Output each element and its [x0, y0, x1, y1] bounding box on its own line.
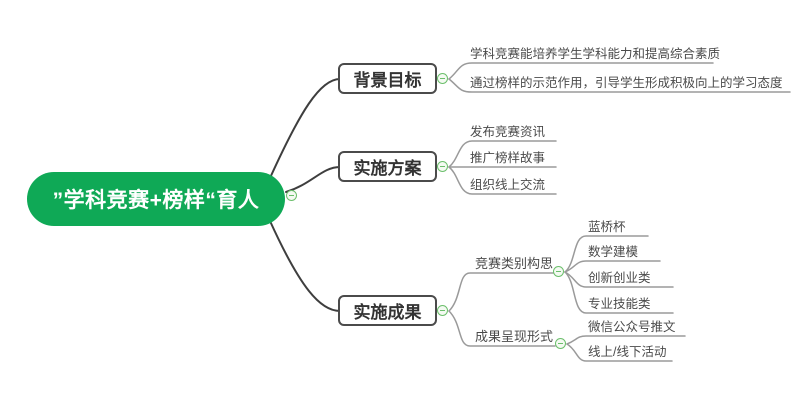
topic-result-presentation[interactable]: 成果呈现形式: [475, 329, 554, 344]
collapse-minus-icon-result-presentation[interactable]: [555, 338, 566, 349]
topic-implementation-plan[interactable]: 实施方案: [338, 151, 437, 182]
leaf-topic[interactable]: 微信公众号推文: [588, 320, 676, 334]
collapse-minus-icon-background-goals[interactable]: [437, 73, 448, 84]
collapse-minus-icon-implementation-results[interactable]: [437, 305, 448, 316]
topic-implementation-results[interactable]: 实施成果: [338, 295, 437, 326]
leaf-topic[interactable]: 数学建模: [588, 245, 639, 259]
leaf-topic[interactable]: 蓝桥杯: [588, 220, 626, 234]
collapse-minus-icon-competition-categories[interactable]: [553, 266, 564, 277]
leaf-topic[interactable]: 线上/线下活动: [588, 345, 667, 359]
leaf-topic[interactable]: 发布竞赛资讯: [470, 125, 546, 139]
leaf-topic[interactable]: 学科竞赛能培养学生学科能力和提高综合素质: [470, 47, 721, 61]
leaf-topic[interactable]: 创新创业类: [588, 271, 651, 285]
topic-background-goals[interactable]: 背景目标: [338, 63, 437, 94]
topic-competition-categories[interactable]: 竞赛类别构思: [475, 256, 554, 271]
collapse-minus-icon-implementation-plan[interactable]: [437, 161, 448, 172]
leaf-topic[interactable]: 专业技能类: [588, 297, 651, 311]
leaf-topic[interactable]: 推广榜样故事: [470, 151, 546, 165]
leaf-curves: [448, 62, 791, 362]
root-topic[interactable]: ”学科竞赛+榜样“育人: [27, 172, 285, 226]
collapse-minus-icon-root[interactable]: [286, 190, 297, 201]
leaf-topic[interactable]: 组织线上交流: [470, 178, 546, 192]
leaf-topic[interactable]: 通过榜样的示范作用，引导学生形成积极向上的学习态度: [470, 76, 783, 90]
